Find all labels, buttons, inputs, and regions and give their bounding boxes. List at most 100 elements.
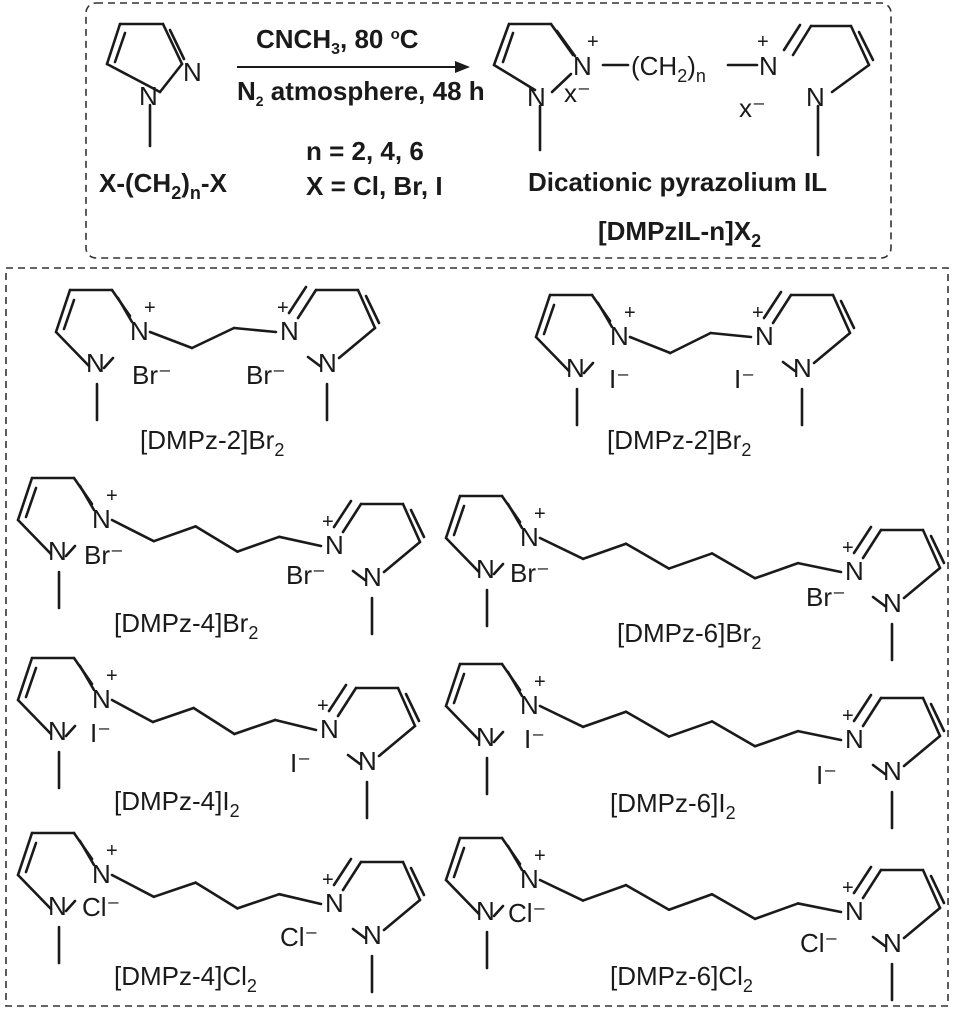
product-left-anion: x⁻ xyxy=(564,78,591,108)
left-counter-anion: Br⁻ xyxy=(510,558,550,588)
compound-label-6: [DMPz-6]I2 xyxy=(610,788,736,823)
product-right-n-plus: N xyxy=(759,51,778,81)
left-plus-charge: + xyxy=(106,665,118,687)
left-n-methyl-atom: N xyxy=(48,716,67,746)
right-n-methyl-atom: N xyxy=(363,920,382,950)
right-n-plus-atom: N xyxy=(845,724,864,754)
left-counter-anion: I⁻ xyxy=(524,724,545,754)
n-values: n = 2, 4, 6 xyxy=(306,136,424,166)
left-n-plus-atom: N xyxy=(92,684,111,714)
conditions-atmosphere-time: N2 atmosphere, 48 h xyxy=(237,76,485,109)
product-left-charge: + xyxy=(587,31,599,53)
right-n-plus-atom: N xyxy=(280,316,299,346)
right-n-plus-atom: N xyxy=(325,888,344,918)
left-plus-charge: + xyxy=(624,302,636,324)
product-linker: (CH2)n xyxy=(631,51,706,86)
product-name: Dicationic pyrazolium IL xyxy=(528,167,827,197)
x-values: X = Cl, Br, I xyxy=(306,171,443,201)
reactant-methylpyrazole xyxy=(105,22,186,148)
left-n-plus-atom: N xyxy=(520,864,539,894)
right-n-methyl-atom: N xyxy=(883,756,902,786)
right-plus-charge: + xyxy=(842,537,854,559)
right-counter-anion: Br⁻ xyxy=(806,582,846,612)
right-plus-charge: + xyxy=(752,302,764,324)
right-counter-anion: Br⁻ xyxy=(286,560,326,590)
left-plus-charge: + xyxy=(106,485,118,507)
left-n-methyl-atom: N xyxy=(476,722,495,752)
left-n-plus-atom: N xyxy=(92,859,111,889)
right-plus-charge: + xyxy=(317,695,329,717)
left-n-methyl-atom: N xyxy=(48,891,67,921)
left-counter-anion: I⁻ xyxy=(90,718,111,748)
right-n-methyl-atom: N xyxy=(793,353,812,383)
left-plus-charge: + xyxy=(534,503,546,525)
right-n-plus-atom: N xyxy=(320,714,339,744)
conditions-solvent-temp: CNCH3, 80 oC xyxy=(256,24,419,58)
right-n-plus-atom: N xyxy=(755,321,774,351)
compound-label-7: [DMPz-4]Cl2 xyxy=(114,961,257,996)
left-n-methyl-atom: N xyxy=(48,536,67,566)
left-plus-charge: + xyxy=(144,297,156,319)
right-plus-charge: + xyxy=(842,877,854,899)
product-left-n-methyl: N xyxy=(527,82,546,112)
right-n-methyl-atom: N xyxy=(363,562,382,592)
right-counter-anion: I⁻ xyxy=(816,760,837,790)
compound-label-8: [DMPz-6]Cl2 xyxy=(610,961,753,996)
compounds-box xyxy=(5,267,949,1007)
compound-label-4: [DMPz-6]Br2 xyxy=(617,618,761,653)
right-n-methyl-atom: N xyxy=(883,588,902,618)
right-plus-charge: + xyxy=(322,869,334,891)
compound-label-1: [DMPz-2]Br2 xyxy=(140,425,284,460)
compound-structure-2: N+NN+NI⁻I⁻ xyxy=(534,290,856,427)
left-counter-anion: Br⁻ xyxy=(132,360,172,390)
reactant-n2-atom: N xyxy=(183,57,202,87)
left-n-methyl-atom: N xyxy=(476,554,495,584)
right-counter-anion: Cl⁻ xyxy=(280,922,318,952)
reaction-box xyxy=(85,2,892,259)
product-right-anion: x⁻ xyxy=(739,93,766,123)
right-counter-anion: Br⁻ xyxy=(246,360,286,390)
left-n-methyl-atom: N xyxy=(476,896,495,926)
reagent-formula: X-(CH2)n-X xyxy=(99,168,228,203)
right-plus-charge: + xyxy=(277,297,289,319)
left-n-methyl-atom: N xyxy=(566,353,585,383)
left-plus-charge: + xyxy=(534,845,546,867)
right-n-methyl-atom: N xyxy=(358,746,377,776)
right-n-methyl-atom: N xyxy=(883,928,902,958)
left-n-plus-atom: N xyxy=(130,316,149,346)
right-n-plus-atom: N xyxy=(845,556,864,586)
compound-label-3: [DMPz-4]Br2 xyxy=(114,608,258,643)
product-right-charge: + xyxy=(757,31,769,53)
compound-structure-1: N+NN+NBr⁻Br⁻ xyxy=(54,285,381,422)
right-plus-charge: + xyxy=(842,705,854,727)
left-n-plus-atom: N xyxy=(520,522,539,552)
left-counter-anion: I⁻ xyxy=(609,364,630,394)
left-n-plus-atom: N xyxy=(610,321,629,351)
reaction-arrowhead xyxy=(455,61,470,73)
right-counter-anion: Cl⁻ xyxy=(800,928,838,958)
left-plus-charge: + xyxy=(534,671,546,693)
right-counter-anion: I⁻ xyxy=(290,748,311,778)
compound-label-2: [DMPz-2]Br2 xyxy=(607,425,751,460)
right-n-methyl-atom: N xyxy=(318,348,337,378)
left-n-plus-atom: N xyxy=(520,690,539,720)
left-counter-anion: Br⁻ xyxy=(84,540,124,570)
left-n-plus-atom: N xyxy=(92,504,111,534)
left-counter-anion: Cl⁻ xyxy=(508,898,546,928)
compound-label-5: [DMPz-4]I2 xyxy=(114,786,240,821)
right-n-plus-atom: N xyxy=(325,530,344,560)
product-code: [DMPzIL-n]X2 xyxy=(598,216,761,251)
reactant-n1-atom: N xyxy=(139,81,158,111)
right-n-plus-atom: N xyxy=(845,896,864,926)
left-counter-anion: Cl⁻ xyxy=(82,892,120,922)
product-structure xyxy=(492,22,875,157)
product-right-n-methyl: N xyxy=(806,82,825,112)
